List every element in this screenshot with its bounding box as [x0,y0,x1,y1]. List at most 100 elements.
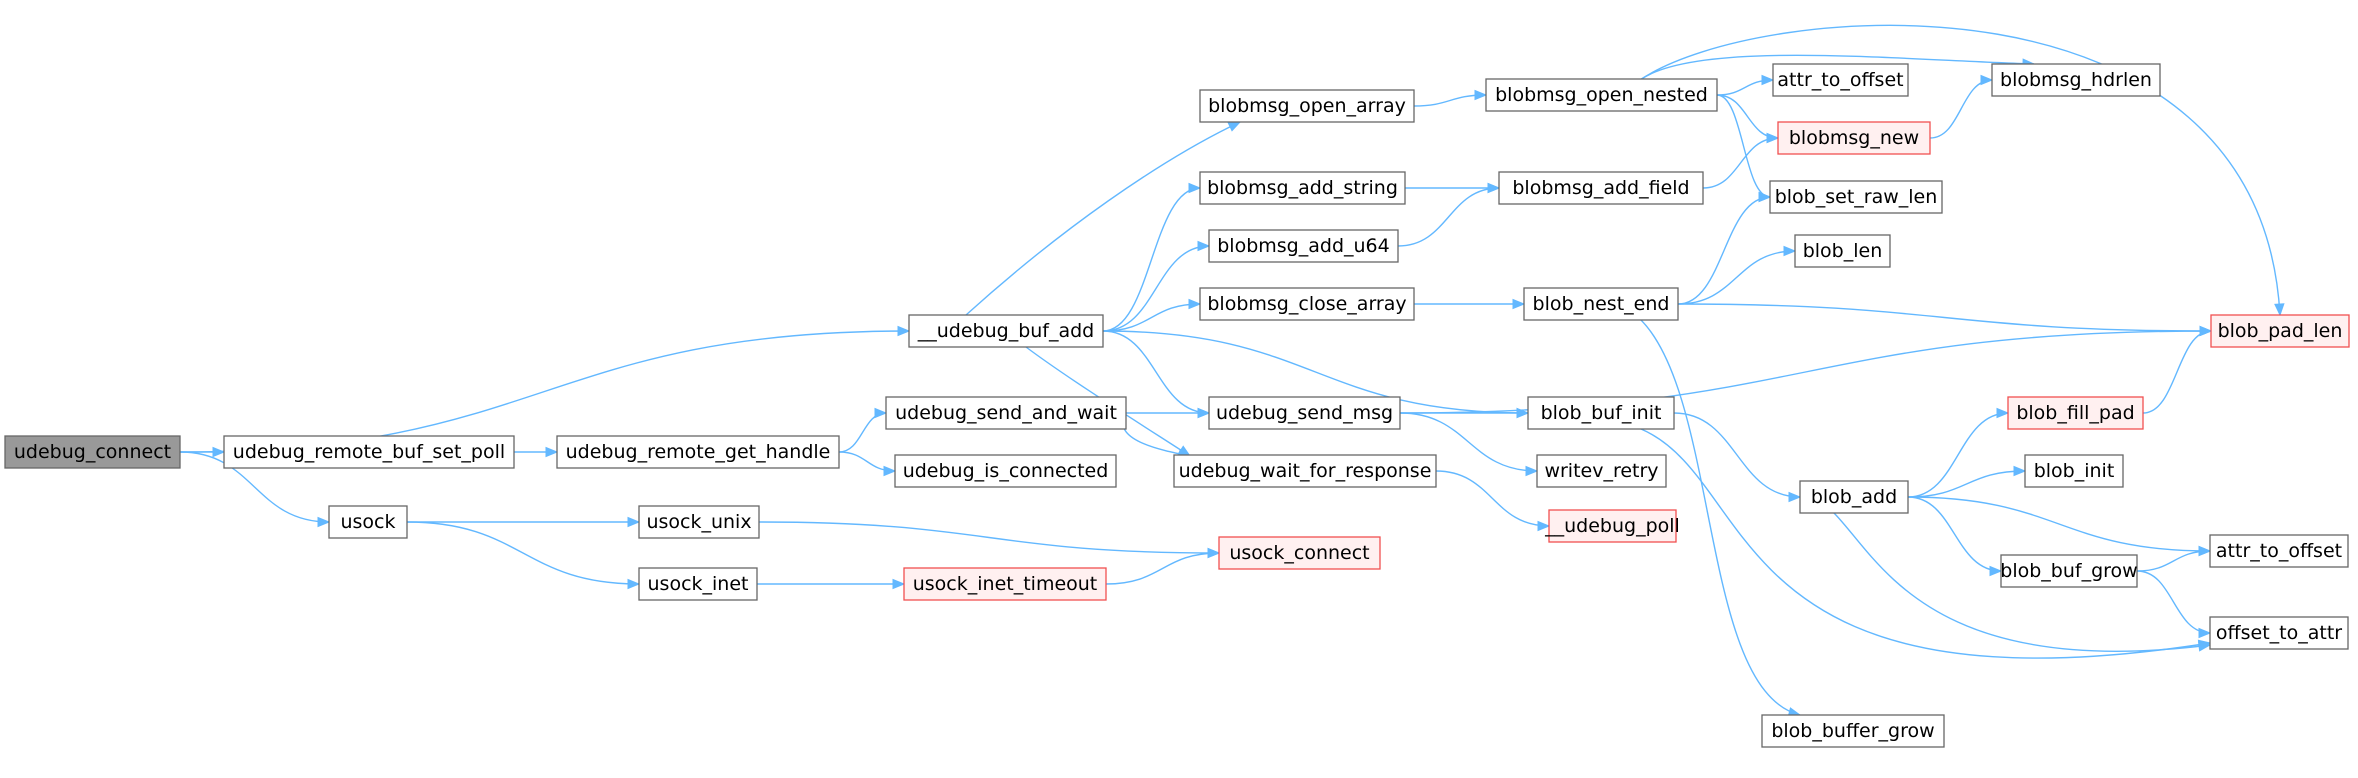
node-attr-to-offset-bot[interactable]: attr_to_offset [2209,534,2349,568]
node-label: blob_fill_pad [2016,402,2134,424]
edge-blob_add-to-offset_to_attr [1833,512,2212,652]
node-blobmsg-hdrlen[interactable]: blobmsg_hdrlen [1991,63,2161,97]
node-box [1527,396,1675,430]
nodes-layer: udebug_connect __udebug_buf_add udebug_rem… [4,63,2350,748]
node-box [903,567,1107,601]
node-label: blob_add [1811,486,1897,508]
edge-usock_inet-to-usock_inet_timeout [757,578,906,590]
edge-blob_add-to-blob_fill_pad [1907,407,2010,498]
edge-udebug_buf_add-to-add_u64 [1102,240,1211,332]
node-box [2024,454,2124,488]
node-open-array[interactable]: blobmsg_open_array [1199,89,1415,123]
node-label: blobmsg_open_array [1208,95,1406,117]
node-box [2007,396,2144,430]
node-blob-fill-pad[interactable]: blob_fill_pad [2007,396,2144,430]
node-box [1777,121,1931,155]
node-label: blob_pad_len [2218,320,2343,342]
node-add-field[interactable]: blobmsg_add_field [1498,171,1704,205]
edge-remote_get_handle-to-send_and_wait [838,407,888,453]
edge-udebug_connect-to-usock [179,451,331,528]
edge-blob_buf_init-to-blob_add [1673,412,1802,503]
node-box [1769,180,1943,214]
node-box [2000,554,2138,588]
node-label: blobmsg_add_string [1207,177,1398,199]
node-blob-buffer-grow[interactable]: blob_buffer_grow [1761,714,1945,748]
node-label: blob_len [1803,240,1883,262]
node-box [556,435,840,469]
edge-usock-to-usock_inet [406,521,641,590]
node-remote-buf-set-poll[interactable]: udebug_remote_buf_set_poll [223,435,515,469]
node-label: udebug_wait_for_response [1179,460,1432,482]
node-blobmsg-new[interactable]: blobmsg_new [1777,121,1931,155]
node-label: udebug_connect [14,441,171,463]
edge-open_nested-to-attr_to_offset_top [1716,74,1775,96]
node-label: blob_buffer_grow [1771,720,1934,742]
node-blob-pad-len[interactable]: blob_pad_len [2210,314,2350,348]
edge-send_and_wait-to-send_msg [1125,407,1211,419]
node-usock-unix[interactable]: usock_unix [638,505,760,539]
node-send-and-wait[interactable]: udebug_send_and_wait [885,396,1127,430]
node-box [1485,78,1718,112]
node-label: blob_nest_end [1533,293,1670,315]
edge-blob_add-to-blob_init [1907,465,2027,498]
node-label: attr_to_offset [1777,69,1903,91]
node-box [1548,509,1677,543]
node-label: blob_buf_init [1541,402,1662,424]
edge-udebug_buf_add-to-add_string [1102,182,1202,332]
node-box [2210,314,2350,348]
edge-add_u64-to-add_field [1397,182,1501,247]
node-box [894,454,1117,488]
node-offset-to-attr[interactable]: offset_to_attr [2209,616,2349,650]
node-box [223,435,515,469]
node-attr-to-offset-top[interactable]: attr_to_offset [1772,63,1909,97]
edges-layer [179,24,2285,718]
node-blob-buf-init[interactable]: blob_buf_init [1527,396,1675,430]
node-blob-buf-grow[interactable]: blob_buf_grow [2000,554,2138,588]
node-label: offset_to_attr [2216,622,2342,644]
node-udebug-poll[interactable]: __udebug_poll [1544,509,1680,543]
node-blob-init[interactable]: blob_init [2024,454,2124,488]
node-label: usock_inet_timeout [913,573,1098,595]
node-is-connected[interactable]: udebug_is_connected [894,454,1117,488]
edge-open_array-to-open_nested [1413,89,1488,107]
edge-usock_unix-to-usock_connect [758,521,1221,559]
node-remote-get-handle[interactable]: udebug_remote_get_handle [556,435,840,469]
node-usock-inet-timeout[interactable]: usock_inet_timeout [903,567,1107,601]
edge-usock_inet_timeout-to-usock_connect [1105,547,1221,585]
node-label: __udebug_buf_add [917,320,1095,342]
node-udebug-buf-add[interactable]: __udebug_buf_add [908,314,1104,348]
node-label: blobmsg_add_field [1512,177,1689,199]
node-blob-set-raw-len[interactable]: blob_set_raw_len [1769,180,1943,214]
edge-remote_get_handle-to-is_connected [838,451,897,477]
node-label: writev_retry [1544,460,1658,482]
node-send-msg[interactable]: udebug_send_msg [1208,396,1401,430]
edge-udebug_buf_add-to-close_array [1102,298,1202,332]
node-add-string[interactable]: blobmsg_add_string [1199,171,1406,205]
node-usock[interactable]: usock [328,505,408,539]
node-box [328,505,408,539]
edge-wait_for_response-to-udebug_poll [1435,470,1551,532]
node-usock-inet[interactable]: usock_inet [638,567,758,601]
node-box [1536,454,1667,488]
node-blob-len[interactable]: blob_len [1794,234,1891,268]
node-blob-add[interactable]: blob_add [1799,480,1909,514]
node-box [1199,171,1406,205]
node-close-array[interactable]: blobmsg_close_array [1199,287,1415,321]
node-label: usock_inet [648,573,749,595]
edge-udebug_connect-to-udebug_buf_add [179,325,911,453]
edge-blob_buf_grow-to-offset_to_attr [2136,570,2212,639]
node-writev-retry[interactable]: writev_retry [1536,454,1667,488]
node-box [638,505,760,539]
node-box [1498,171,1704,205]
node-label: __udebug_poll [1544,515,1680,537]
node-open-nested[interactable]: blobmsg_open_nested [1485,78,1718,112]
node-wait-for-response[interactable]: udebug_wait_for_response [1173,454,1437,488]
node-usock-connect[interactable]: usock_connect [1218,536,1381,570]
node-add-u64[interactable]: blobmsg_add_u64 [1208,229,1399,263]
node-label: blob_buf_grow [2000,560,2137,582]
node-label: udebug_send_msg [1216,402,1393,424]
node-blob-nest-end[interactable]: blob_nest_end [1523,287,1679,321]
node-label: blobmsg_open_nested [1495,84,1708,106]
node-label: usock_unix [646,511,751,533]
